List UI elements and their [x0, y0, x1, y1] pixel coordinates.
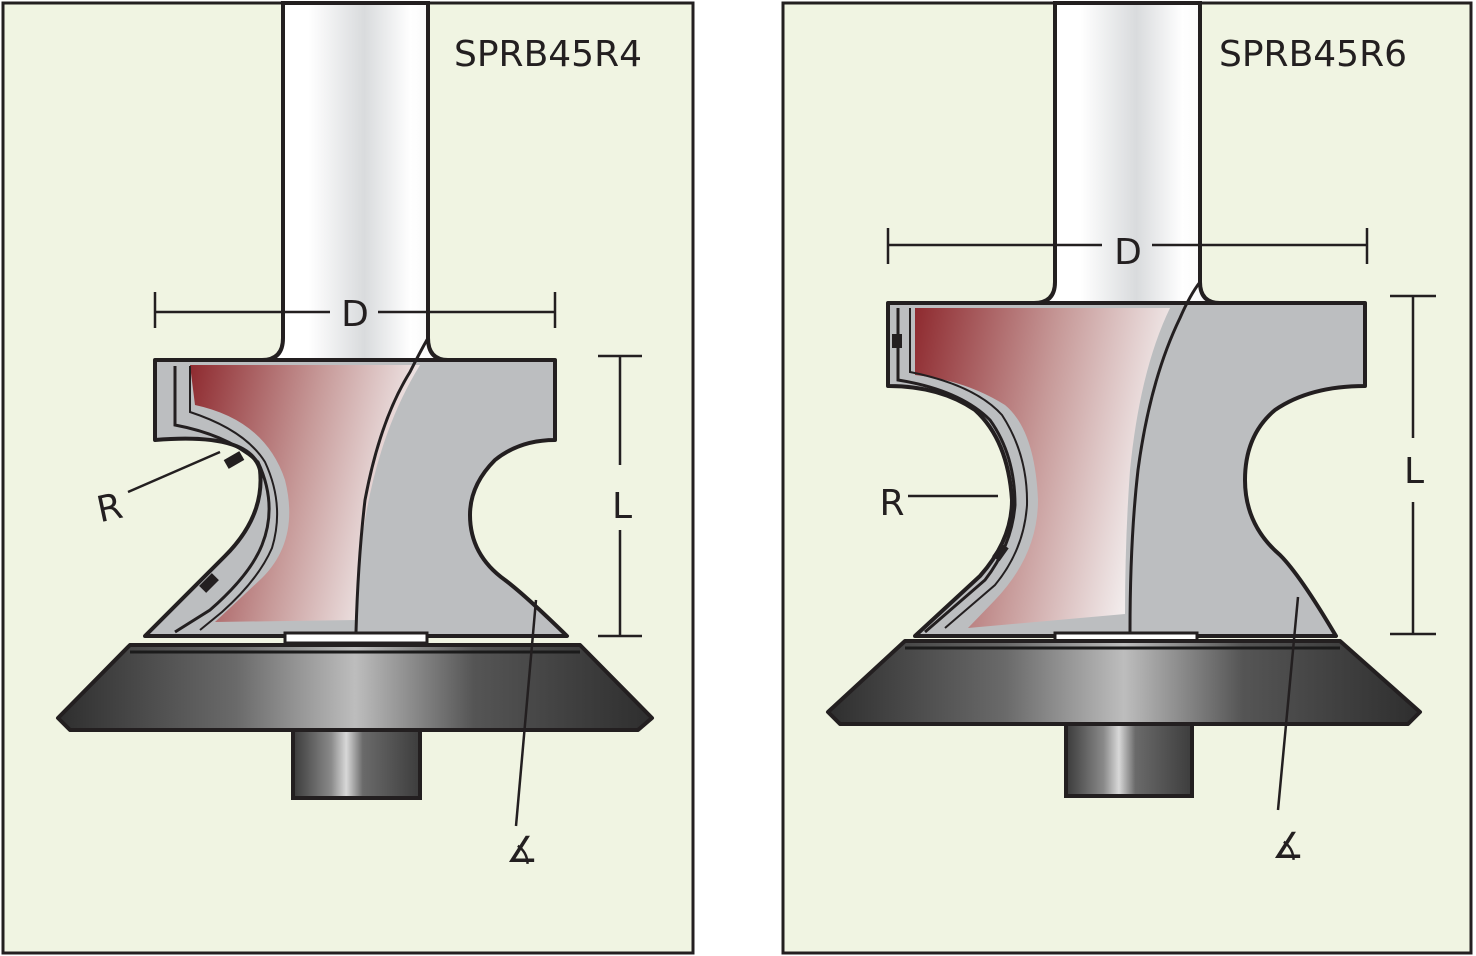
- hook-line: [1128, 281, 1202, 633]
- shim-plate: [283, 631, 429, 645]
- dim-r-leader: [127, 450, 221, 494]
- cutting-edge-inner: [909, 308, 1029, 629]
- edge-notch: [992, 543, 1009, 562]
- model-code: SPRB45R6: [1219, 34, 1407, 75]
- bearing: [1064, 722, 1194, 798]
- edge-notch: [199, 573, 219, 593]
- dim-r-label: R: [879, 483, 904, 524]
- router-bit-diagram-sprb45r6: D L R ∡ SPRB45R6: [781, 1, 1473, 955]
- angle-leader: [1276, 596, 1300, 811]
- dim-d-label: D: [341, 294, 369, 335]
- edge-notch: [223, 451, 245, 469]
- hook-line: [354, 337, 430, 633]
- dim-l-label: L: [1404, 451, 1424, 492]
- dim-l-label: L: [612, 486, 632, 527]
- angle-symbol: ∡: [1272, 826, 1304, 867]
- bearing-collar: [826, 639, 1422, 726]
- carbide-cutter: [915, 308, 1170, 628]
- bearing-collar: [56, 643, 654, 732]
- model-code: SPRB45R4: [454, 34, 642, 75]
- carbide-cutter: [190, 365, 420, 622]
- router-bit-diagram-sprb45r4: D L R ∡ SPRB45R4: [1, 1, 695, 955]
- angle-symbol: ∡: [506, 830, 538, 871]
- angle-leader: [514, 599, 538, 827]
- cutting-edge: [173, 366, 271, 634]
- cutting-edge-inner: [189, 366, 279, 631]
- bearing: [291, 728, 422, 800]
- edge-notch: [892, 334, 902, 348]
- dim-d-label: D: [1114, 232, 1142, 273]
